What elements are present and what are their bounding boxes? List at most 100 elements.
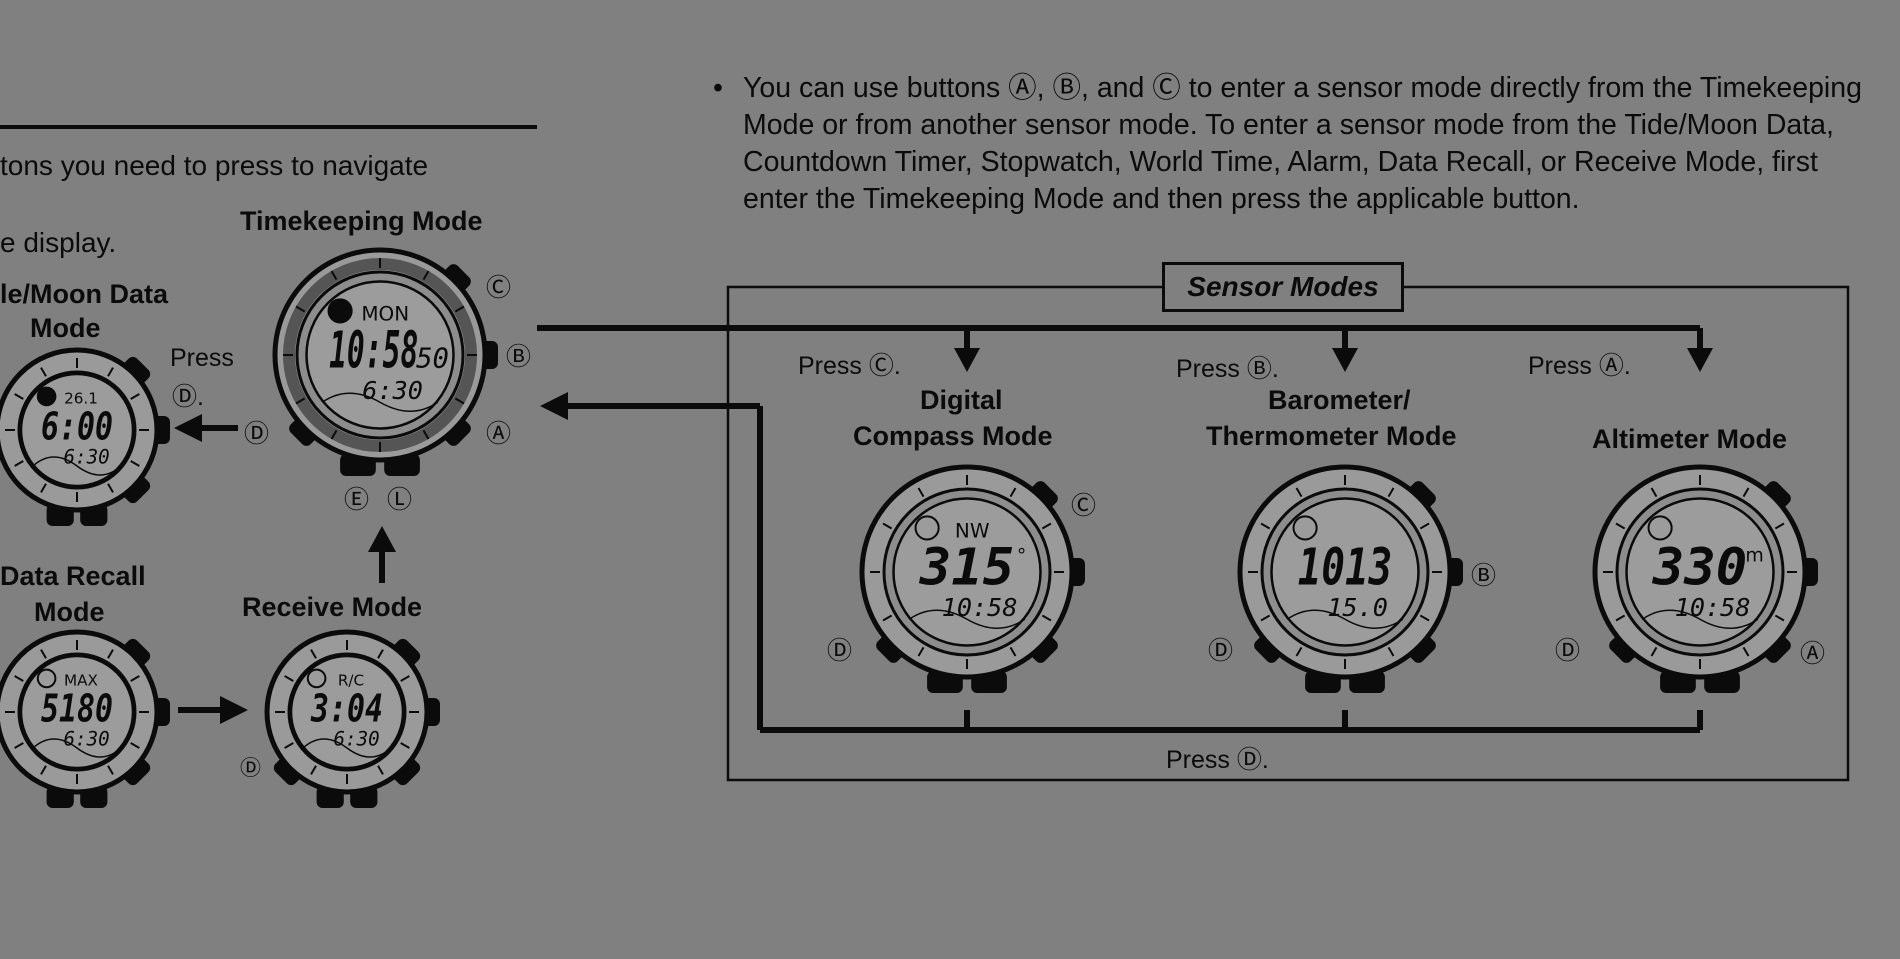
- watch-bottom-digits: 6:30: [63, 728, 109, 751]
- watch-seconds: 50: [416, 344, 449, 375]
- tide-moon-title-line-2: Mode: [30, 313, 101, 343]
- watch-tick: [917, 487, 925, 498]
- data-recall-title-line-2: Mode: [34, 597, 105, 627]
- watch-tick: [454, 305, 465, 313]
- bullet-text: You can use buttons Ⓐ, Ⓑ, and Ⓒ to enter…: [743, 72, 1862, 215]
- watch-side-button: [1763, 635, 1791, 663]
- bullet-symbol: •: [713, 72, 723, 104]
- watch-tick: [107, 367, 114, 377]
- watch-tick: [130, 675, 140, 682]
- watch-tick: [1419, 522, 1430, 530]
- watch-tick: [1041, 522, 1052, 530]
- watch-main-digits: 1013: [1298, 538, 1393, 597]
- timekeeping-mode-title: Timekeeping Mode: [240, 206, 483, 236]
- watch-tick: [295, 305, 306, 313]
- watch-tick: [284, 742, 294, 749]
- watch-receive: R/C3:046:30: [264, 629, 440, 808]
- watch-side-button: [1408, 635, 1436, 663]
- callout-altimeter-d: Ⓓ: [1555, 637, 1581, 665]
- watch-tick: [14, 393, 24, 400]
- arrow-down-altimeter: [1687, 348, 1713, 372]
- arrow-down-barometer: [1332, 348, 1358, 372]
- callout-barometer-d: Ⓓ: [1208, 637, 1234, 665]
- watch-indicator-icon: [36, 668, 57, 689]
- watch-tick: [917, 646, 925, 657]
- watch-tick: [295, 397, 306, 405]
- watch-tick: [1650, 487, 1658, 498]
- watch-tick: [1774, 614, 1785, 622]
- watch-display: [1625, 497, 1775, 647]
- watch-top-text: MAX: [64, 672, 98, 690]
- watch-main-digits: 315: [919, 538, 1015, 597]
- press-b-label: Press Ⓑ.: [1176, 355, 1279, 383]
- watch-top-text: NW: [955, 518, 990, 542]
- barometer-title-line-2: Thermometer Mode: [1206, 421, 1457, 451]
- watch-side-button: [392, 638, 421, 667]
- watch-tick: [284, 675, 294, 682]
- watch-tick: [107, 483, 114, 493]
- watch-side-button: [1030, 481, 1058, 509]
- watch-top-text: 26.1: [64, 390, 98, 408]
- watch-wave: [321, 392, 439, 412]
- callout-compass-d: Ⓓ: [827, 637, 853, 665]
- watch-side-button: [1030, 635, 1058, 663]
- watch-side-button: [122, 757, 151, 786]
- watch-tick: [40, 765, 47, 775]
- watch-tick: [130, 460, 140, 467]
- callout-button-a: Ⓐ: [486, 420, 512, 448]
- watch-indicator-icon: [1292, 515, 1318, 541]
- callout-receive-d: Ⓓ: [240, 757, 261, 780]
- watch-side-button: [392, 757, 421, 786]
- watch-wave: [302, 738, 392, 758]
- watch-wave: [32, 456, 122, 476]
- watch-tick: [1387, 646, 1395, 657]
- compass-title-line-2: Compass Mode: [853, 421, 1053, 451]
- callout-barometer-b: Ⓑ: [1471, 562, 1497, 590]
- watch-tick: [14, 675, 24, 682]
- watch-tick: [107, 649, 114, 659]
- return-connector: [565, 403, 1703, 733]
- watch-tick: [1260, 522, 1271, 530]
- arrow-down-compass: [954, 348, 980, 372]
- watch-tick: [1295, 487, 1303, 498]
- watch-tick: [1419, 614, 1430, 622]
- press-d-label: Press Ⓓ.: [1166, 746, 1269, 774]
- watch-tick: [1742, 646, 1750, 657]
- watch-tick: [330, 270, 338, 281]
- watch-tick: [40, 367, 47, 377]
- press-label-tide-1: Press: [170, 344, 234, 372]
- watch-tick: [1009, 487, 1017, 498]
- watch-side-button: [1254, 635, 1282, 663]
- bullet-paragraph: • You can use buttons Ⓐ, Ⓑ, and Ⓒ to ent…: [713, 70, 1863, 218]
- watch-unit: °: [1017, 545, 1026, 567]
- callout-altimeter-a: Ⓐ: [1800, 640, 1826, 668]
- watch-side-button: [1408, 481, 1436, 509]
- watch-tick: [1742, 487, 1750, 498]
- watch-tick: [1041, 614, 1052, 622]
- sensor-modes-title: Sensor Modes: [1162, 262, 1404, 312]
- watch-bottom-digits: 10:58: [942, 593, 1018, 622]
- watch-bottom-digits: 15.0: [1327, 593, 1388, 622]
- altimeter-title: Altimeter Mode: [1592, 424, 1788, 454]
- watch-bottom-digits: 6:30: [362, 376, 423, 405]
- watch-main-digits: 10:58: [329, 321, 418, 380]
- watch-bottom-digits: 6:30: [333, 728, 379, 751]
- watch-tick: [310, 765, 317, 775]
- watch-indicator-icon: [914, 515, 940, 541]
- data-recall-title-line-1: Data Recall: [0, 561, 146, 591]
- watch-tick: [377, 649, 384, 659]
- watch-tick: [422, 270, 430, 281]
- watch-unit: m: [1745, 545, 1763, 567]
- watch-tick: [454, 397, 465, 405]
- watch-tick: [40, 649, 47, 659]
- watch-tick: [882, 522, 893, 530]
- watch-tick: [422, 429, 430, 440]
- watch-wave: [1286, 609, 1404, 629]
- watch-side-button: [122, 475, 151, 504]
